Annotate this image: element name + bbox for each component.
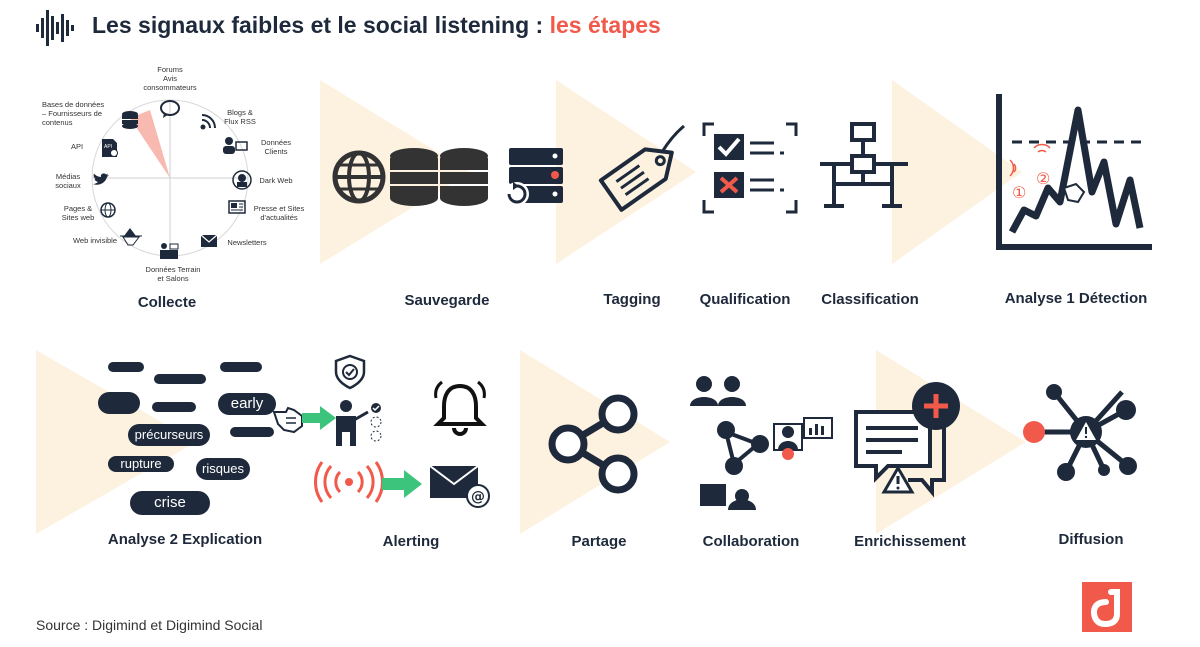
diffusion-network-icon — [1023, 384, 1137, 481]
word-pill-blank — [220, 362, 262, 372]
dark-web-icon — [232, 170, 252, 190]
api-file-icon: API — [102, 139, 118, 157]
soundwave-logo-icon — [36, 10, 74, 46]
source-forums: Forums Avis consommateurs — [143, 65, 197, 92]
green-arrow-icon — [382, 470, 422, 498]
speech-bubble-icon — [160, 100, 180, 118]
trade-show-icon — [160, 243, 179, 259]
word-rupture: rupture — [108, 456, 174, 472]
server-backup-icon — [505, 148, 563, 206]
word-pill-blank — [152, 402, 196, 412]
share-icon — [548, 394, 638, 494]
green-arrow-icon — [302, 406, 336, 430]
title-accent: les étapes — [549, 12, 661, 38]
hand-pointer-icon — [272, 406, 303, 434]
signal-waves-icon — [314, 461, 384, 503]
shield-check-icon — [334, 354, 366, 390]
step-label-collaboration: Collaboration — [702, 533, 800, 550]
twitter-icon — [93, 173, 109, 185]
enrich-chat-icon — [854, 382, 960, 498]
source-web-invisible: Web invisible — [72, 236, 118, 245]
source-api: API — [70, 142, 84, 151]
step-label-alerting: Alerting — [382, 533, 440, 550]
collaboration-icon — [690, 376, 833, 510]
globe-icon — [332, 150, 386, 204]
rss-icon — [200, 114, 216, 130]
step-label-tagging: Tagging — [603, 291, 661, 308]
source-newsletters: Newsletters — [227, 238, 267, 247]
source-presse: Presse et Sites d'actualités — [253, 204, 305, 222]
step-label-enrichissement: Enrichissement — [854, 533, 966, 550]
step-label-classification: Classification — [821, 291, 919, 308]
source-donnees-clients: Données Clients — [260, 138, 292, 156]
client-data-icon — [223, 137, 248, 154]
step-label-qualification: Qualification — [699, 291, 791, 308]
api-badge-text: API — [104, 144, 112, 150]
detection-graph-icon: ① ② — [996, 94, 1152, 250]
newsletter-icon — [200, 234, 218, 247]
step-label-sauvegarde: Sauvegarde — [404, 292, 490, 309]
word-risques: risques — [196, 458, 250, 480]
word-early: early — [218, 393, 276, 415]
word-pill-blank — [154, 374, 206, 384]
step-label-partage: Partage — [571, 533, 627, 550]
iceberg-icon — [120, 228, 142, 246]
tag-icon — [598, 124, 685, 212]
bell-icon — [433, 380, 487, 436]
page-title: Les signaux faibles et le social listeni… — [92, 12, 661, 39]
source-terrain: Données Terrain et Salons — [145, 265, 201, 283]
step-arrow-tagging — [556, 80, 696, 264]
step-label-diffusion: Diffusion — [1058, 531, 1124, 548]
word-crise: crise — [130, 491, 210, 515]
svg-text:@: @ — [471, 489, 485, 505]
source-blogs: Blogs & Flux RSS — [224, 108, 256, 126]
email-icon: @ — [429, 465, 490, 508]
word-pill-blank — [98, 392, 140, 414]
checklist-icon — [702, 122, 798, 214]
detection-marker-2: ② — [1036, 169, 1050, 188]
digimind-logo-icon — [1082, 582, 1132, 632]
source-credit: Source : Digimind et Digimind Social — [36, 617, 263, 633]
step-label-analyse2: Analyse 2 Explication — [107, 531, 263, 548]
title-main: Les signaux faibles et le social listeni… — [92, 12, 550, 38]
presenter-icon — [336, 400, 382, 446]
source-medias-sociaux: Médias sociaux — [55, 172, 81, 190]
newspaper-icon — [228, 200, 246, 214]
hierarchy-icon — [820, 122, 908, 208]
word-precurseurs: précurseurs — [128, 424, 210, 446]
step-label-analyse1: Analyse 1 Détection — [1004, 290, 1148, 307]
source-dark-web: Dark Web — [259, 176, 293, 185]
detection-marker-1: ① — [1012, 183, 1026, 202]
source-pages-sites: Pages & Sites web — [61, 204, 95, 222]
step-label-collecte: Collecte — [137, 294, 197, 311]
word-pill-blank — [108, 362, 144, 372]
database-small-icon — [122, 111, 138, 129]
database-icon — [390, 148, 488, 206]
step-arrow-partage — [520, 350, 670, 534]
globe-small-icon — [100, 202, 116, 218]
source-bases: Bases de données – Fournisseurs de conte… — [42, 100, 105, 127]
word-pill-blank — [230, 427, 274, 437]
